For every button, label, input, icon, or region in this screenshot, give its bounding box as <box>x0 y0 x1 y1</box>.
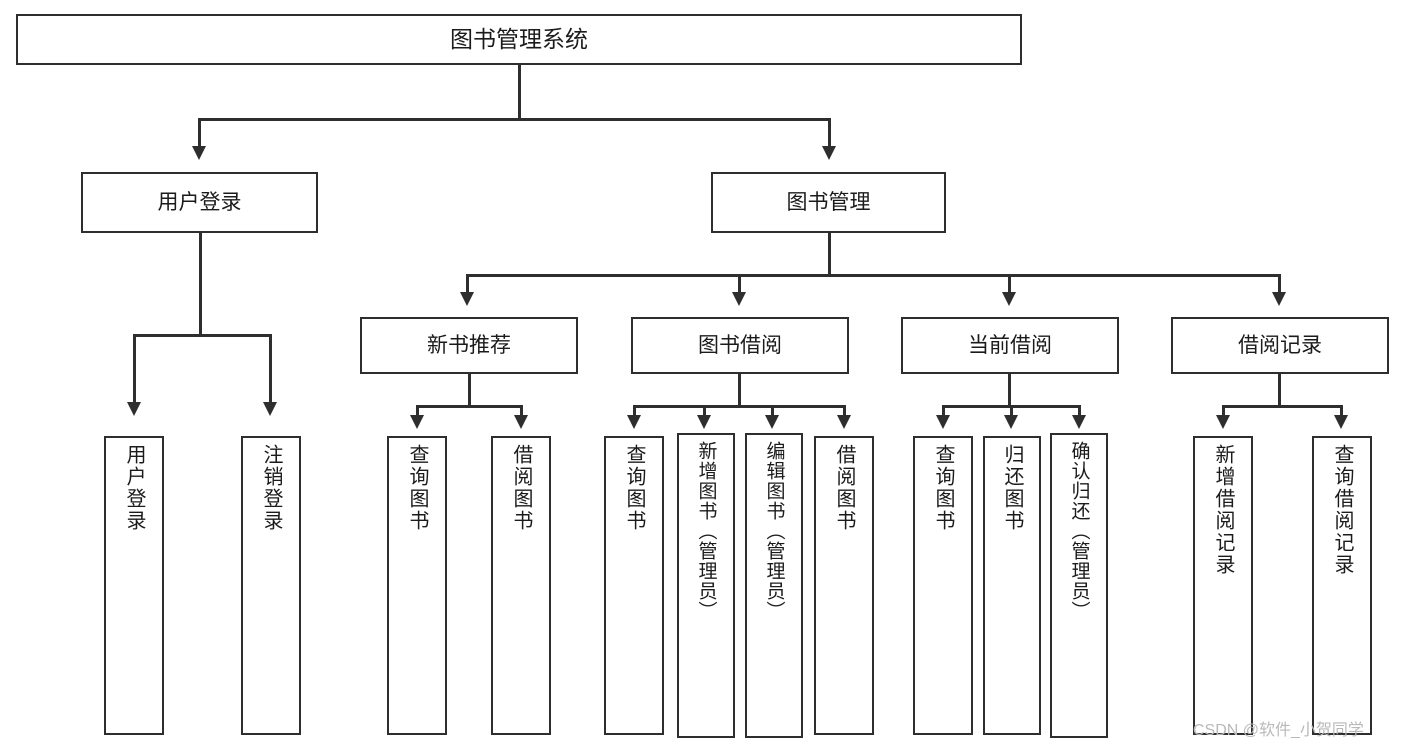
leaf-query-book-current[interactable]: 查询图书 <box>913 436 973 735</box>
connector-book-manage-bus <box>466 274 1280 277</box>
leaf-return-book[interactable]: 归还图书 <box>983 436 1041 735</box>
node-label: 借阅图书 <box>510 444 532 532</box>
connector-borrow-drop-2 <box>703 405 706 417</box>
arrow-to-leaf-user-login <box>127 402 141 416</box>
node-label: 图书借阅 <box>698 333 782 357</box>
arrow-to-leaf-query-book-1 <box>410 415 424 429</box>
node-label: 新书推荐 <box>427 333 511 357</box>
arrow-to-leaf-query-book-2 <box>627 415 641 429</box>
node-label: 新增借阅记录 <box>1212 444 1234 576</box>
node-user-login[interactable]: 用户登录 <box>81 172 318 233</box>
connector-records-drop-2 <box>1340 405 1343 417</box>
arrow-to-book-borrow <box>732 292 746 306</box>
node-label: 图书管理系统 <box>450 25 588 52</box>
node-new-book-recommend[interactable]: 新书推荐 <box>360 317 578 374</box>
leaf-add-book-admin[interactable]: 新增图书（管理员） <box>677 433 735 738</box>
leaf-borrow-book[interactable]: 借阅图书 <box>814 436 874 735</box>
connector-l2-drop-1 <box>466 274 469 294</box>
leaf-edit-book-admin[interactable]: 编辑图书（管理员） <box>745 433 803 738</box>
connector-borrow-drop-3 <box>771 405 774 417</box>
node-label: 确认归还（管理员） <box>1068 441 1090 621</box>
node-book-management[interactable]: 图书管理 <box>711 172 946 233</box>
arrow-to-leaf-logout <box>263 402 277 416</box>
connector-borrow-drop-1 <box>633 405 636 417</box>
arrow-to-leaf-add-book <box>697 415 711 429</box>
connector-user-login-drop-2 <box>269 334 272 404</box>
connector-current-drop-3 <box>1078 405 1081 417</box>
arrow-to-leaf-edit-book <box>765 415 779 429</box>
node-label: 编辑图书（管理员） <box>763 441 785 621</box>
connector-borrow-stem <box>738 374 741 406</box>
node-label: 归还图书 <box>1001 444 1023 532</box>
connector-root-drop-left <box>198 118 201 148</box>
leaf-borrow-book-recommend[interactable]: 借阅图书 <box>491 436 551 735</box>
node-label: 注销登录 <box>260 444 282 532</box>
arrow-to-book-manage <box>822 146 836 160</box>
node-label: 查询图书 <box>406 444 428 532</box>
arrow-to-user-login <box>192 146 206 160</box>
node-label: 用户登录 <box>157 190 242 214</box>
csdn-watermark: CSDN @软件_小贺同学 <box>1193 722 1364 739</box>
connector-root-bus <box>198 118 830 121</box>
node-label: 当前借阅 <box>968 333 1052 357</box>
arrow-to-leaf-query-record <box>1334 415 1348 429</box>
arrow-to-current-borrow <box>1002 292 1016 306</box>
leaf-add-borrow-record[interactable]: 新增借阅记录 <box>1193 436 1253 735</box>
arrow-to-borrow-records <box>1272 292 1286 306</box>
leaf-user-login[interactable]: 用户登录 <box>104 436 164 735</box>
leaf-confirm-return-admin[interactable]: 确认归还（管理员） <box>1050 433 1108 738</box>
connector-user-login-stem <box>199 233 202 335</box>
node-label: 新增图书（管理员） <box>695 441 717 621</box>
arrow-to-leaf-return-book <box>1004 415 1018 429</box>
node-root-system[interactable]: 图书管理系统 <box>16 14 1022 65</box>
connector-recommend-drop-2 <box>520 405 523 417</box>
node-book-borrow[interactable]: 图书借阅 <box>631 317 849 374</box>
arrow-to-leaf-query-book-3 <box>936 415 950 429</box>
connector-l2-drop-2 <box>738 274 741 294</box>
connector-book-manage-stem <box>828 233 831 275</box>
connector-current-drop-1 <box>942 405 945 417</box>
node-label: 查询图书 <box>623 444 645 532</box>
node-label: 图书管理 <box>786 190 871 214</box>
arrow-to-leaf-confirm-return <box>1072 415 1086 429</box>
arrow-to-leaf-borrow-book-2 <box>837 415 851 429</box>
arrow-to-new-book-recommend <box>460 292 474 306</box>
node-label: 查询借阅记录 <box>1331 444 1353 576</box>
connector-user-login-bus <box>133 334 271 337</box>
connector-root-stem <box>518 65 521 119</box>
arrow-to-leaf-add-record <box>1216 415 1230 429</box>
connector-recommend-bus <box>416 405 522 408</box>
connector-user-login-drop-1 <box>133 334 136 404</box>
connector-records-bus <box>1222 405 1342 408</box>
leaf-query-borrow-record[interactable]: 查询借阅记录 <box>1312 436 1372 735</box>
node-label: 借阅图书 <box>833 444 855 532</box>
connector-borrow-drop-4 <box>843 405 846 417</box>
leaf-logout[interactable]: 注销登录 <box>241 436 301 735</box>
leaf-query-book-recommend[interactable]: 查询图书 <box>387 436 447 735</box>
node-borrow-records[interactable]: 借阅记录 <box>1171 317 1389 374</box>
connector-records-stem <box>1278 374 1281 406</box>
connector-l2-drop-4 <box>1278 274 1281 294</box>
connector-current-stem <box>1008 374 1011 406</box>
node-label: 查询图书 <box>932 444 954 532</box>
arrow-to-leaf-borrow-book-1 <box>514 415 528 429</box>
connector-recommend-drop-1 <box>416 405 419 417</box>
leaf-query-book-borrow[interactable]: 查询图书 <box>604 436 664 735</box>
node-current-borrow[interactable]: 当前借阅 <box>901 317 1119 374</box>
connector-recommend-stem <box>468 374 471 406</box>
connector-current-drop-2 <box>1010 405 1013 417</box>
connector-borrow-bus <box>633 405 845 408</box>
connector-root-drop-right <box>828 118 831 148</box>
connector-l2-drop-3 <box>1008 274 1011 294</box>
node-label: 借阅记录 <box>1238 333 1322 357</box>
node-label: 用户登录 <box>123 444 145 532</box>
connector-records-drop-1 <box>1222 405 1225 417</box>
